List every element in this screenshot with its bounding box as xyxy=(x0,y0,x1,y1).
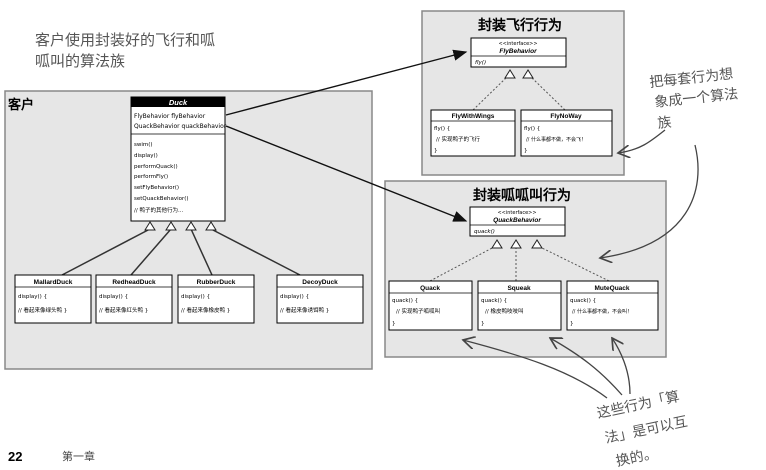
svg-text:<<interface>>: <<interface>> xyxy=(498,41,537,47)
svg-text:FlyBehavior: FlyBehavior xyxy=(499,48,537,55)
duck-method: performFly() xyxy=(134,174,168,180)
svg-text:}: } xyxy=(434,148,438,154)
duck-method: swim() xyxy=(134,142,153,148)
svg-text:}: } xyxy=(570,321,574,327)
svg-text:法」是可以互: 法」是可以互 xyxy=(604,414,689,447)
svg-text:DecoyDuck: DecoyDuck xyxy=(302,279,338,286)
svg-text:// 橡皮鸭吱吱叫: // 橡皮鸭吱吱叫 xyxy=(485,307,523,315)
svg-text:MuteQuack: MuteQuack xyxy=(594,285,629,292)
svg-text:<<interface>>: <<interface>> xyxy=(497,210,536,216)
annotation-clients-line2: 呱叫的算法族 xyxy=(35,52,125,70)
svg-text:fly() {: fly() { xyxy=(524,126,540,132)
quack-realization-triangles xyxy=(491,239,543,249)
duck-method: setFlyBehavior() xyxy=(134,185,179,191)
svg-text:}: } xyxy=(524,148,528,154)
svg-text:RedheadDuck: RedheadDuck xyxy=(112,279,156,286)
subclass-box: RedheadDuck display() { // 看起来像红头鸭 } xyxy=(95,274,173,324)
svg-text:// 看起来像橡皮鸭 }: // 看起来像橡皮鸭 } xyxy=(181,306,230,314)
duck-method: performQuack() xyxy=(134,164,178,170)
svg-text:FlyNoWay: FlyNoWay xyxy=(550,113,582,120)
duck-method: setQuackBehavior() xyxy=(134,196,189,202)
svg-text:// 什么事都不做，不会叫！: // 什么事都不做，不会叫！ xyxy=(572,308,632,315)
fly-impl-box: FlyWithWings fly() { // 实现鸭子的飞行 } xyxy=(430,109,516,157)
duck-method: display() xyxy=(134,153,158,159)
svg-text:// 实现鸭子呱呱叫: // 实现鸭子呱呱叫 xyxy=(396,307,440,315)
svg-text:象成一个算法: 象成一个算法 xyxy=(654,86,739,111)
quack-behavior-interface: <<interface>> QuackBehavior quack() xyxy=(469,206,566,237)
annotation-arrows-bottom xyxy=(463,338,631,399)
svg-text:MallardDuck: MallardDuck xyxy=(34,279,73,286)
annotation-algorithm-family: 把每套行为想 象成一个算法 族 xyxy=(649,66,739,132)
svg-text:// 看起来像诱饵鸭 }: // 看起来像诱饵鸭 } xyxy=(280,306,329,314)
quack-impl-box: MuteQuack quack() { // 什么事都不做，不会叫！ } xyxy=(566,280,659,331)
svg-text:// 实现鸭子的飞行: // 实现鸭子的飞行 xyxy=(436,135,480,143)
duck-field: FlyBehavior flyBehavior xyxy=(134,113,206,120)
fly-pane-title: 封装飞行行为 xyxy=(478,17,562,34)
duck-method: // 鸭子的其他行为... xyxy=(134,206,183,214)
annotation-interchangeable: 这些行为「算 法」是可以互 换的。 xyxy=(595,388,689,470)
svg-text:// 什么事都不做，不会飞！: // 什么事都不做，不会飞！ xyxy=(526,136,586,143)
quack-impl-box: Quack quack() { // 实现鸭子呱呱叫 } xyxy=(388,280,473,331)
inheritance-triangles xyxy=(144,221,217,231)
quack-realization-lines xyxy=(429,246,610,282)
client-pane-title: 客户 xyxy=(8,97,34,113)
svg-text:Quack: Quack xyxy=(420,285,440,292)
fly-realization-triangles xyxy=(504,69,534,79)
svg-text:fly(): fly() xyxy=(475,60,486,66)
duck-class-name: Duck xyxy=(169,98,188,107)
svg-text:quack() {: quack() { xyxy=(481,298,507,304)
duck-class: Duck FlyBehavior flyBehavior QuackBehavi… xyxy=(130,96,227,222)
chapter-label: 第一章 xyxy=(62,449,95,463)
subclass-box: MallardDuck display() { // 看起来像绿头鸭 } xyxy=(14,274,92,324)
subclass-box: DecoyDuck display() { // 看起来像诱饵鸭 } xyxy=(276,274,364,324)
svg-text:display() {: display() { xyxy=(181,294,210,300)
annotation-arrows-right xyxy=(600,129,699,258)
svg-text:Squeak: Squeak xyxy=(507,285,531,292)
svg-text:FlyWithWings: FlyWithWings xyxy=(452,113,495,120)
duck-field: QuackBehavior quackBehavior xyxy=(134,123,227,130)
svg-text:// 看起来像红头鸭 }: // 看起来像红头鸭 } xyxy=(99,306,148,314)
svg-text:quack() {: quack() { xyxy=(392,298,418,304)
inheritance-lines xyxy=(61,228,301,276)
svg-text:display() {: display() { xyxy=(18,294,47,300)
composition-arrows xyxy=(225,49,468,222)
svg-text:族: 族 xyxy=(657,115,673,132)
annotation-clients-line1: 客户使用封装好的飞行和呱 xyxy=(35,31,215,49)
subclass-box: RubberDuck display() { // 看起来像橡皮鸭 } xyxy=(177,274,255,324)
quack-impl-box: Squeak quack() { // 橡皮鸭吱吱叫 } xyxy=(477,280,562,331)
fly-impl-box: FlyNoWay fly() { // 什么事都不做，不会飞！ } xyxy=(520,109,613,157)
svg-text:fly() {: fly() { xyxy=(434,126,450,132)
svg-text:quack() {: quack() { xyxy=(570,298,596,304)
page-number: 22 xyxy=(8,449,22,464)
svg-text:quack(): quack() xyxy=(474,229,495,235)
svg-text:}: } xyxy=(392,321,396,327)
svg-text:display() {: display() { xyxy=(99,294,128,300)
svg-text:RubberDuck: RubberDuck xyxy=(197,279,236,286)
svg-text:display() {: display() { xyxy=(280,294,309,300)
quack-pane-title: 封装呱呱叫行为 xyxy=(473,187,571,204)
fly-behavior-interface: <<interface>> FlyBehavior fly() xyxy=(470,37,567,68)
svg-text:QuackBehavior: QuackBehavior xyxy=(493,217,541,224)
svg-text:// 看起来像绿头鸭 }: // 看起来像绿头鸭 } xyxy=(18,306,67,314)
svg-text:换的。: 换的。 xyxy=(614,445,659,470)
svg-text:}: } xyxy=(481,321,485,327)
